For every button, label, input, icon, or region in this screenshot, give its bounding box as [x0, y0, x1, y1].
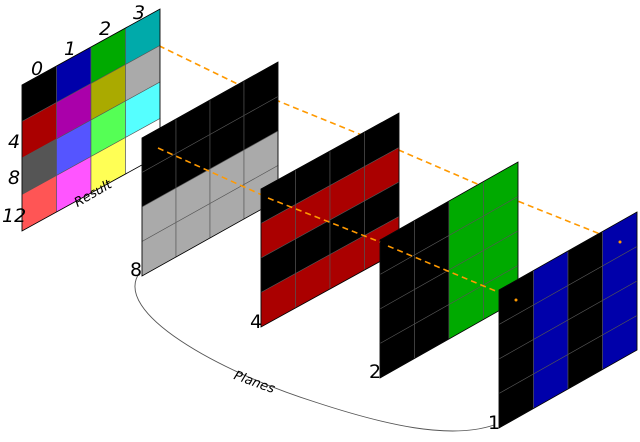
- guide-line-pixel-0-c: [267, 197, 381, 243]
- result-col-label-2: 2: [99, 18, 111, 40]
- plane-2: [379, 161, 519, 379]
- plane-label-8: 8: [130, 259, 142, 281]
- result-col-label-1: 1: [64, 38, 76, 60]
- guide-line-pixel-3-d: [499, 193, 621, 243]
- guide-dot-plane-1: [514, 298, 518, 302]
- result-col-label-3: 3: [133, 2, 145, 24]
- plane-1-outline: [498, 211, 638, 429]
- planes-bracket: [134, 271, 495, 432]
- plane-label-2: 2: [369, 361, 381, 383]
- guide-lines-mid: [157, 147, 263, 196]
- result-row-label-12: 12: [2, 205, 26, 227]
- plane-1: [498, 211, 638, 429]
- result-grid: [21, 8, 161, 232]
- guide-dot-plane-1-top: [618, 240, 622, 244]
- guide-line-pixel-0-b: [157, 147, 263, 196]
- plane-4: [260, 112, 400, 328]
- result-col-label-0: 0: [31, 58, 43, 80]
- plane-8: [141, 61, 279, 277]
- plane-label-4: 4: [250, 311, 262, 333]
- result-row-label-8: 8: [8, 167, 20, 189]
- result-row-label-4: 4: [8, 131, 20, 153]
- plane-label-1: 1: [488, 412, 500, 434]
- guide-lines-front: [267, 197, 622, 302]
- planes-caption: Planes: [232, 368, 277, 397]
